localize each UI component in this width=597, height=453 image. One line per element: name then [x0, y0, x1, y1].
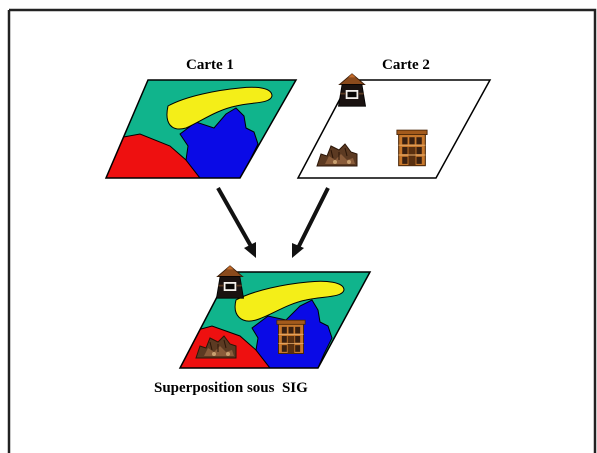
map1-blue-zone [179, 107, 259, 178]
map2-label: Carte 2 [382, 57, 430, 73]
result-building-icon [276, 319, 306, 355]
map1 [104, 79, 298, 179]
arrow-left-head [244, 242, 256, 258]
map1-yellow-zone [166, 86, 273, 130]
result-label: Superposition sous SIG [154, 380, 308, 396]
arrow-right [296, 187, 330, 249]
arrow-left [216, 187, 254, 249]
map1-label: Carte 1 [186, 57, 234, 73]
arrow-right-head [292, 243, 304, 258]
result-map [178, 264, 372, 369]
result-border [178, 271, 372, 369]
arrows [216, 187, 330, 258]
hut-icon [337, 72, 367, 108]
result-yellow-zone [234, 280, 345, 322]
map1-border [104, 79, 298, 179]
map2 [296, 72, 492, 179]
building-icon [396, 129, 428, 167]
frame [7, 8, 597, 453]
result-hut-icon [215, 264, 245, 300]
